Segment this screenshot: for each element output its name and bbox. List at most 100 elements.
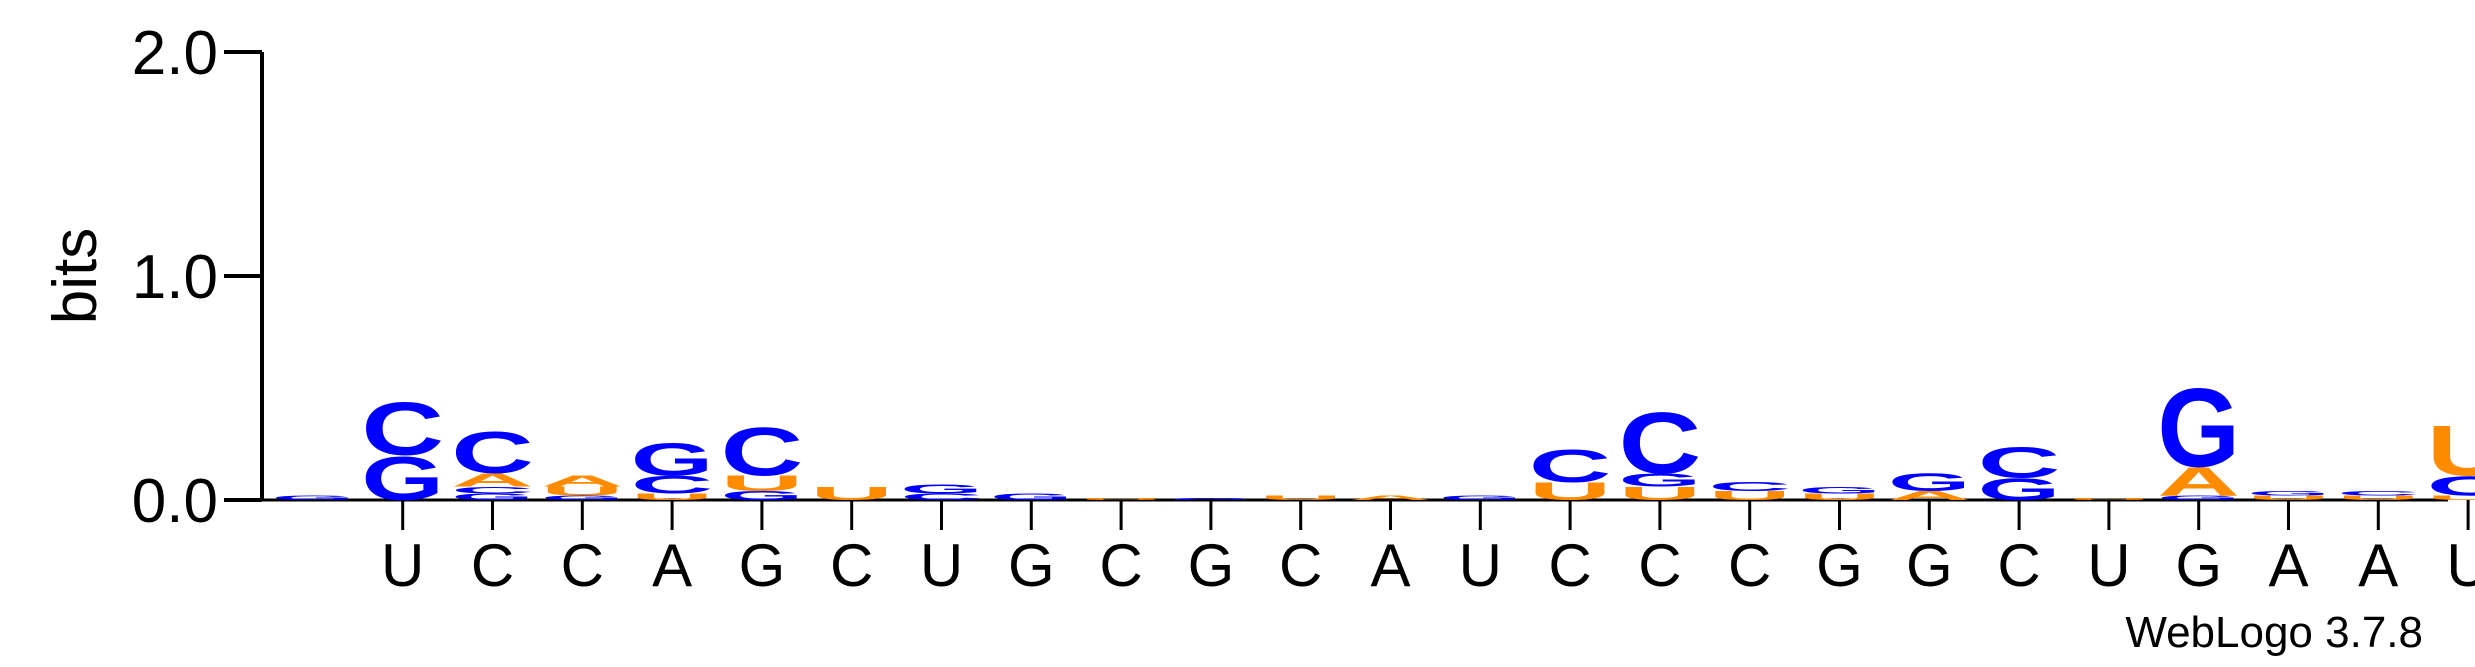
glyph-letter: C [1529,440,1612,492]
x-tick-label: U [381,532,424,599]
glyph-A: A [1349,494,1432,501]
glyph-letter: C [2427,470,2475,502]
glyph-letter: G [631,433,714,485]
glyph-G: G [990,492,1073,502]
glyph-C: C [900,492,983,502]
glyph-C: C [2427,470,2475,502]
x-tick-label: A [2268,532,2308,599]
glyph-U: U [1708,489,1791,503]
glyph-letter: U [2068,497,2151,500]
x-tick-label: A [652,532,692,599]
glyph-letter: U [2427,494,2475,501]
glyph-U: U [631,492,714,502]
glyph-letter: A [451,470,534,491]
glyph-letter: G [1439,494,1522,501]
glyph-G: G [2247,490,2330,497]
glyph-letter: U [631,492,714,502]
glyph-letter: C [721,414,804,491]
x-tick-label: C [1099,532,1142,599]
glyph-U: U [2427,411,2475,491]
credit-label: WebLogo 3.7.8 [2125,608,2423,657]
axes [260,52,2448,502]
glyph-letter: G [1798,485,1881,495]
glyph-letter: G [1170,497,1253,500]
glyph-G: G [451,492,534,502]
glyph-letter: U [2337,494,2420,501]
glyph-C: C [451,485,534,495]
x-tick-label: C [830,532,873,599]
y-axis-label: bits [41,228,110,324]
x-tick-label: A [2358,532,2398,599]
glyph-U: U [1259,494,1342,501]
glyph-letter: U [2427,411,2475,491]
glyph-U: U [721,472,804,496]
x-tick-label: G [739,532,786,599]
glyph-U: U [810,483,893,504]
glyph-letter: C [2337,490,2420,497]
glyph-letter: U [1708,489,1791,503]
glyph-C: C [1708,480,1791,494]
glyph-letter: U [1259,494,1342,501]
x-tick-label: U [2087,532,2130,599]
glyph-letter: G [900,482,983,496]
glyph-G: G [1888,469,1971,497]
glyph-letter: U [1080,497,1163,500]
glyph-letter: G [2157,494,2240,501]
glyph-U: U [1080,497,1163,500]
glyph-letter: G [272,494,355,501]
glyph-U: U [2247,494,2330,501]
y-ticks: 0.01.02.0 [132,19,262,536]
glyph-letter: U [1619,483,1702,504]
x-tick-label: U [2446,532,2475,599]
glyph-letter: A [541,473,624,490]
glyph-letter: U [541,484,624,498]
x-tick-label: C [1728,532,1771,599]
y-tick-label: 2.0 [132,19,218,88]
x-tick-label: G [1008,532,1055,599]
glyph-G: G [541,494,624,501]
glyph-G: G [272,494,355,501]
glyph-letter: G [2247,490,2330,497]
glyph-A: A [451,470,534,491]
x-tick-label: U [1459,532,1502,599]
glyph-U: U [2427,494,2475,501]
glyph-C: C [2337,490,2420,497]
glyph-C: C [721,414,804,491]
glyph-letter: U [721,472,804,496]
glyph-A: A [2157,459,2240,504]
x-tick-label: G [2175,532,2222,599]
glyph-C: C [1529,440,1612,492]
y-tick-label: 0.0 [132,467,218,536]
glyph-letter: A [1349,494,1432,501]
x-tick-label: C [471,532,514,599]
glyph-letter: C [631,471,714,499]
glyph-letter: A [1888,489,1971,503]
x-tick-label: U [920,532,963,599]
x-tick-label: A [1370,532,1410,599]
glyph-U: U [1619,483,1702,504]
glyph-G: G [1798,485,1881,495]
glyph-letter: G [541,494,624,501]
glyph-U: U [1798,492,1881,502]
x-tick-label: C [1279,532,1322,599]
glyph-G: G [2157,494,2240,501]
x-tick-label: G [1906,532,1953,599]
x-tick-label: C [1997,532,2040,599]
glyph-letter: G [1888,469,1971,497]
glyph-G: G [631,433,714,485]
glyph-G: G [2157,366,2240,491]
glyph-U: U [2337,494,2420,501]
glyph-letter: C [1978,438,2061,487]
glyph-letter: A [2157,459,2240,504]
glyph-letter: C [451,485,534,495]
x-tick-label: C [561,532,604,599]
glyph-letter: C [1708,480,1791,494]
glyph-letter: U [2247,494,2330,501]
glyph-C: C [631,471,714,499]
x-tick-label: G [1816,532,1863,599]
glyph-U: U [541,484,624,498]
glyph-G: G [1439,494,1522,501]
glyph-U: U [2068,497,2151,500]
